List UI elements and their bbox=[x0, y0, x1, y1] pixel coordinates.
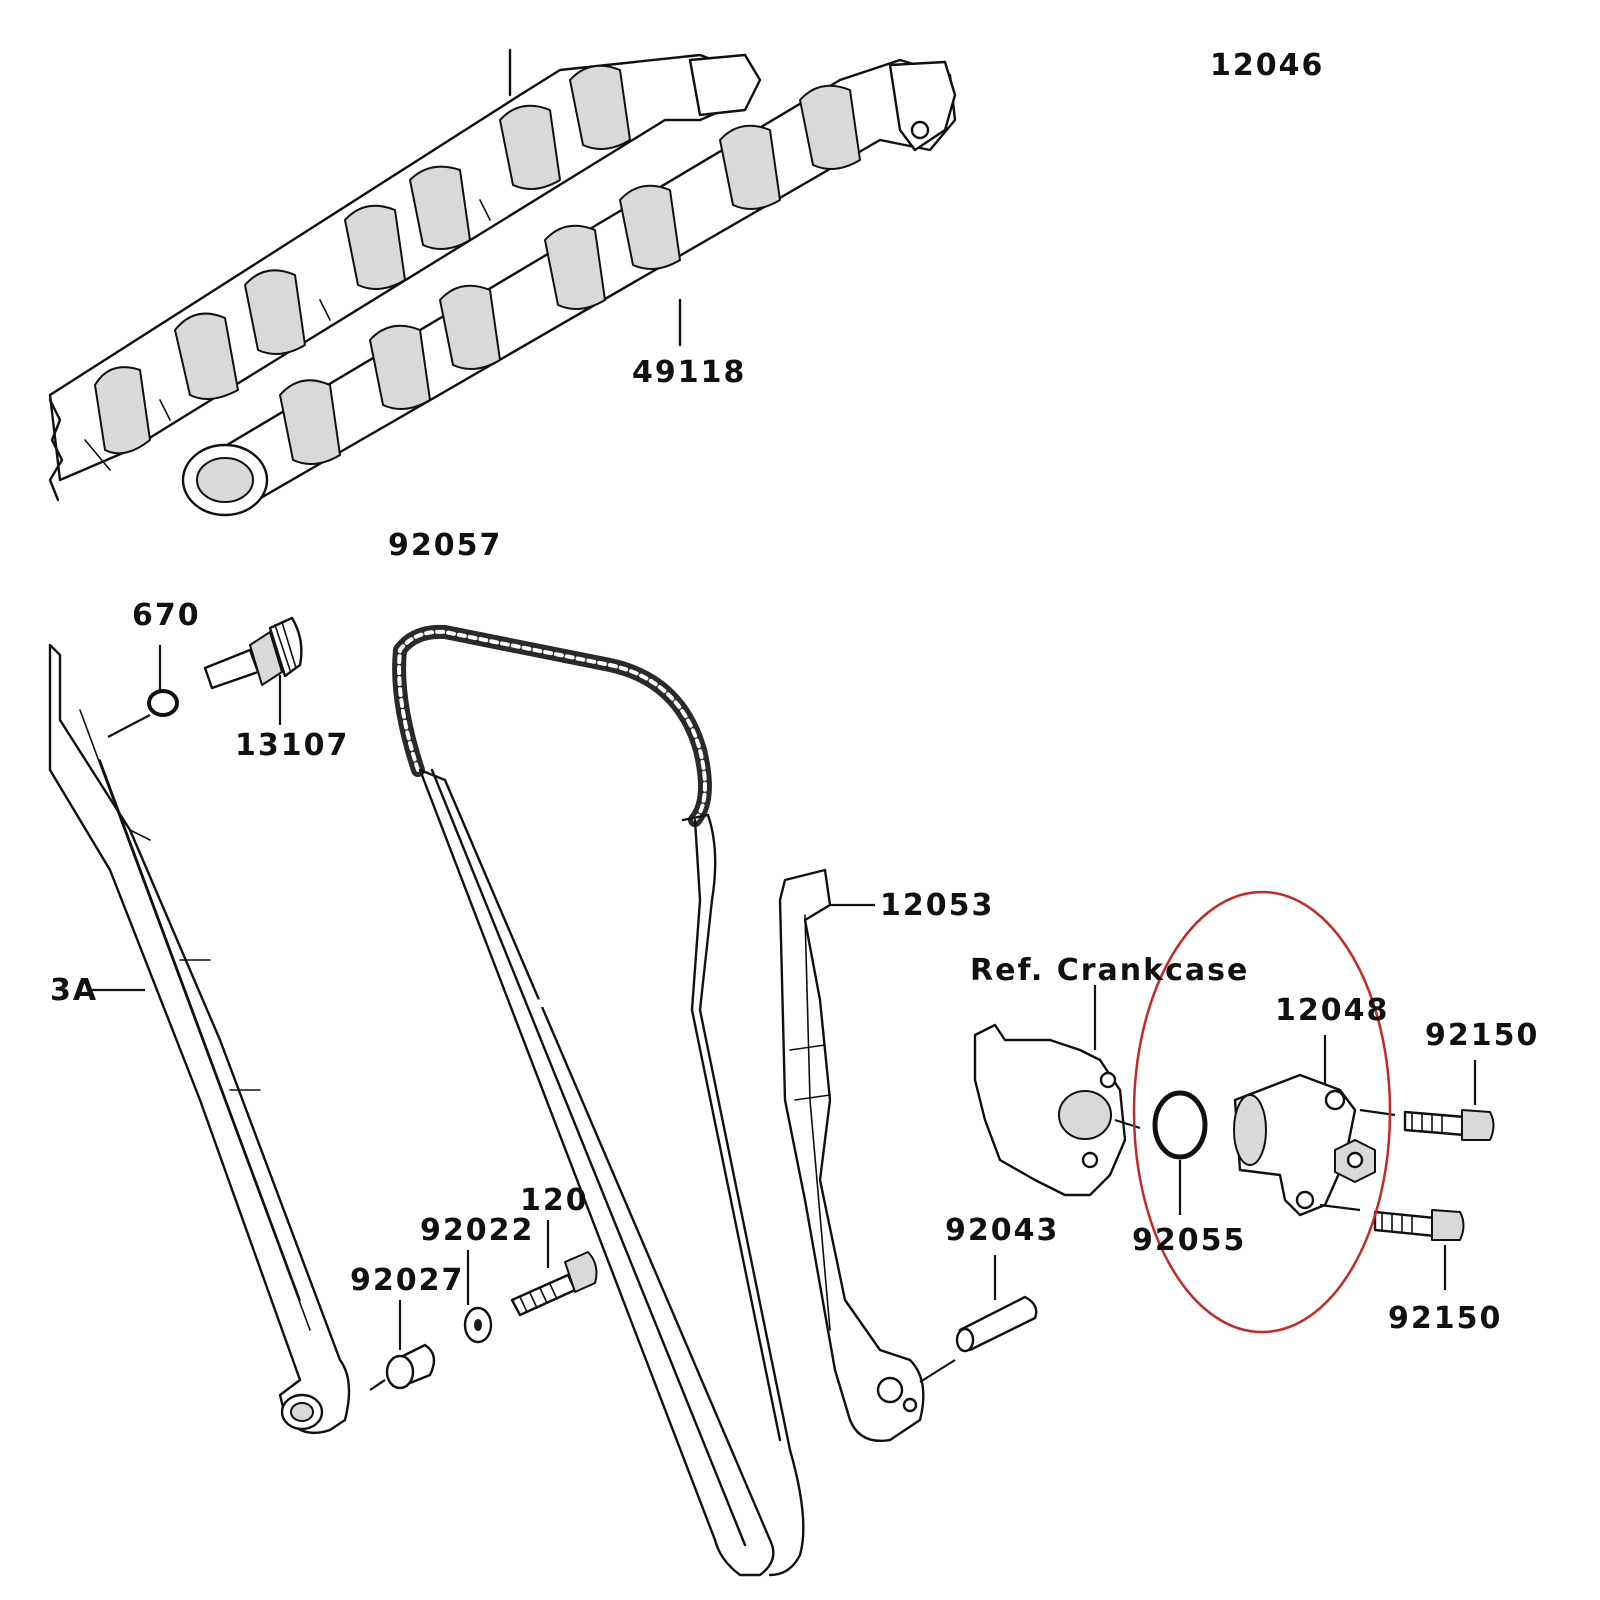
o-ring-670 bbox=[107, 645, 179, 738]
label-92055: 92055 bbox=[1132, 1223, 1246, 1258]
camshaft-lower bbox=[181, 58, 957, 517]
label-49118: 49118 bbox=[632, 355, 746, 390]
chain-guide-left bbox=[48, 643, 351, 1435]
label-92057: 92057 bbox=[388, 528, 502, 563]
highlight-ellipse bbox=[1132, 890, 1392, 1334]
label-12046: 12046 bbox=[1210, 48, 1324, 83]
pin-92043 bbox=[919, 1255, 1038, 1383]
label-92150-bottom: 92150 bbox=[1388, 1301, 1502, 1336]
label-ref-crankcase: Ref. Crankcase bbox=[970, 953, 1249, 988]
label-120: 120 bbox=[520, 1183, 589, 1218]
tensioner-12048 bbox=[1233, 1035, 1376, 1217]
bolt-13107 bbox=[203, 616, 303, 725]
bolt-120 bbox=[510, 1220, 598, 1317]
chain-guide-right bbox=[778, 868, 925, 1442]
label-92022: 92022 bbox=[420, 1213, 534, 1248]
label-670: 670 bbox=[132, 598, 201, 633]
gasket-92055 bbox=[1152, 1090, 1208, 1215]
timing-chain bbox=[392, 624, 805, 1577]
crankcase-ref bbox=[973, 985, 1141, 1197]
collar-92027 bbox=[369, 1300, 436, 1391]
label-13107: 13107 bbox=[235, 728, 349, 763]
label-3a: 3A bbox=[50, 973, 98, 1008]
bolt-92150-top bbox=[1359, 1060, 1495, 1141]
bolt-92150-bottom bbox=[1319, 1203, 1465, 1290]
label-12048: 12048 bbox=[1275, 993, 1389, 1028]
washer-92022 bbox=[463, 1250, 493, 1344]
camshaft-upper bbox=[48, 48, 762, 502]
label-92027: 92027 bbox=[350, 1263, 464, 1298]
label-12053: 12053 bbox=[880, 888, 994, 923]
label-92043: 92043 bbox=[945, 1213, 1059, 1248]
label-92150-top: 92150 bbox=[1425, 1018, 1539, 1053]
